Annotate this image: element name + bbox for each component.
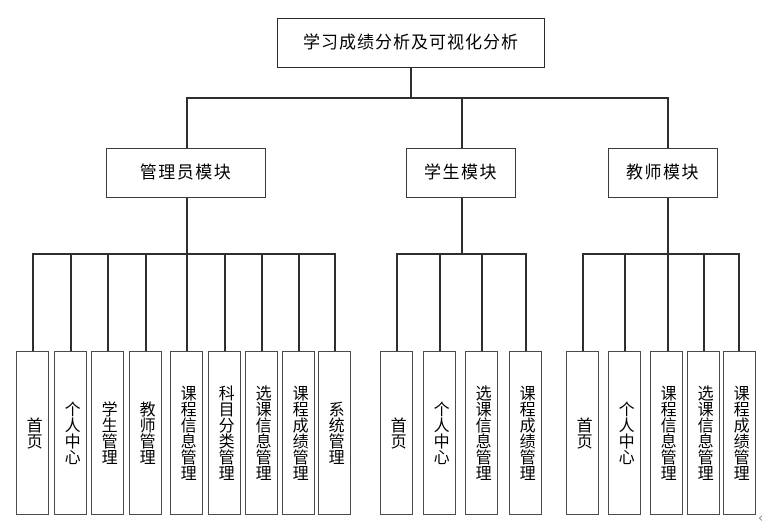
leaf-student-1[interactable]: 首页 (380, 351, 413, 515)
connector-root-stem (410, 68, 412, 98)
connector-teacher-drop-4 (703, 253, 705, 351)
connector-admin-drop-3 (107, 253, 109, 351)
leaf-admin-7[interactable]: 选课信息管理 (245, 351, 278, 515)
leaf-admin-4-label: 教师管理 (136, 401, 156, 465)
connector-admin-bus (32, 253, 335, 255)
leaf-admin-2-label: 个人中心 (61, 401, 81, 465)
leaf-admin-7-label: 选课信息管理 (252, 385, 272, 481)
leaf-student-4[interactable]: 课程成绩管理 (509, 351, 542, 515)
leaf-teacher-3-label: 课程信息管理 (657, 385, 677, 481)
leaf-admin-8[interactable]: 课程成绩管理 (282, 351, 315, 515)
leaf-admin-6-label: 科目分类管理 (215, 385, 235, 481)
connector-teacher-drop-5 (738, 253, 740, 351)
leaf-teacher-2-label: 个人中心 (615, 401, 635, 465)
connector-module-bus (186, 97, 668, 99)
leaf-student-2-label: 个人中心 (430, 401, 450, 465)
module-node-teacher[interactable]: 教师模块 (608, 148, 718, 198)
leaf-teacher-4[interactable]: 选课信息管理 (687, 351, 720, 515)
leaf-admin-5-label: 课程信息管理 (177, 385, 197, 481)
connector-student-drop-1 (396, 253, 398, 351)
connector-admin-drop-7 (261, 253, 263, 351)
leaf-admin-4[interactable]: 教师管理 (129, 351, 162, 515)
connector-teacher-drop-1 (582, 253, 584, 351)
leaf-student-4-label: 课程成绩管理 (516, 385, 536, 481)
leaf-teacher-3[interactable]: 课程信息管理 (650, 351, 683, 515)
connector-student-drop-2 (439, 253, 441, 351)
connector-teacher-drop-3 (667, 253, 669, 351)
connector-admin-drop-1 (32, 253, 34, 351)
connector-admin-drop-8 (298, 253, 300, 351)
leaf-teacher-5[interactable]: 课程成绩管理 (723, 351, 756, 515)
leaf-student-1-label: 首页 (387, 417, 407, 449)
leaf-admin-9[interactable]: 系统管理 (318, 351, 351, 515)
module-node-admin[interactable]: 管理员模块 (106, 148, 266, 198)
leaf-teacher-5-label: 课程成绩管理 (730, 385, 750, 481)
connector-teacher-drop-2 (624, 253, 626, 351)
connector-admin-drop-6 (224, 253, 226, 351)
leaf-teacher-1[interactable]: 首页 (566, 351, 599, 515)
leaf-admin-5[interactable]: 课程信息管理 (170, 351, 203, 515)
module-node-student-label: 学生模块 (424, 162, 498, 183)
leaf-admin-1[interactable]: 首页 (16, 351, 49, 515)
leaf-teacher-2[interactable]: 个人中心 (608, 351, 641, 515)
module-node-student[interactable]: 学生模块 (406, 148, 516, 198)
connector-admin-drop-2 (70, 253, 72, 351)
leaf-admin-6[interactable]: 科目分类管理 (208, 351, 241, 515)
connector-student-drop-4 (525, 253, 527, 351)
module-node-teacher-label: 教师模块 (626, 162, 700, 183)
leaf-teacher-1-label: 首页 (573, 417, 593, 449)
leaf-admin-3[interactable]: 学生管理 (91, 351, 124, 515)
connector-admin-drop-4 (145, 253, 147, 351)
leaf-admin-9-label: 系统管理 (325, 401, 345, 465)
leaf-admin-3-label: 学生管理 (98, 401, 118, 465)
leaf-student-2[interactable]: 个人中心 (423, 351, 456, 515)
leaf-teacher-4-label: 选课信息管理 (694, 385, 714, 481)
connector-module-drop-teacher (667, 97, 669, 148)
left-chevron-icon: ‹ (758, 511, 764, 526)
leaf-admin-1-label: 首页 (23, 417, 43, 449)
connector-admin-drop-5 (186, 253, 188, 351)
connector-module-drop-admin (186, 97, 188, 148)
connector-teacher-stem (667, 198, 669, 254)
root-node-label: 学习成绩分析及可视化分析 (303, 32, 519, 53)
leaf-admin-8-label: 课程成绩管理 (289, 385, 309, 481)
leaf-admin-2[interactable]: 个人中心 (54, 351, 87, 515)
connector-student-stem (461, 198, 463, 254)
connector-admin-stem (186, 198, 188, 254)
root-node[interactable]: 学习成绩分析及可视化分析 (277, 18, 545, 68)
connector-student-bus (396, 253, 526, 255)
connector-admin-drop-9 (334, 253, 336, 351)
connector-student-drop-3 (481, 253, 483, 351)
connector-module-drop-student (461, 97, 463, 148)
leaf-student-3[interactable]: 选课信息管理 (465, 351, 498, 515)
leaf-student-3-label: 选课信息管理 (472, 385, 492, 481)
connector-teacher-bus (582, 253, 739, 255)
module-node-admin-label: 管理员模块 (139, 162, 233, 183)
